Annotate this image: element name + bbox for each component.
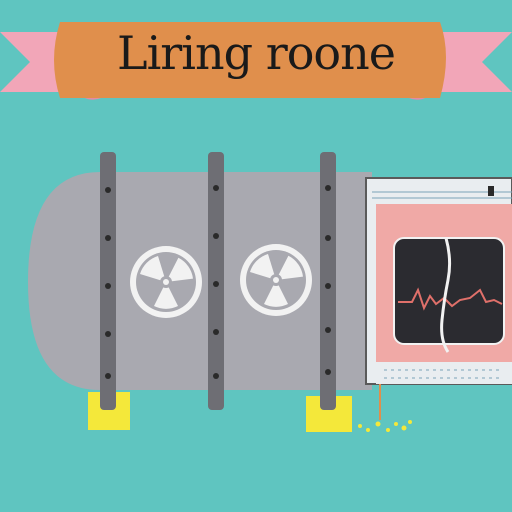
support-bar-left (100, 152, 116, 410)
banner-ribbon (0, 22, 512, 100)
waveform-screen-icon (393, 237, 505, 353)
radiation-fan-icon (240, 244, 312, 316)
radiation-fan-icon (130, 246, 202, 318)
banner-title: Liring roone (117, 26, 396, 80)
wire-sparks (358, 384, 412, 432)
support-bar-middle (208, 152, 224, 410)
banner-body (54, 22, 446, 98)
support-bar-right (320, 152, 336, 410)
